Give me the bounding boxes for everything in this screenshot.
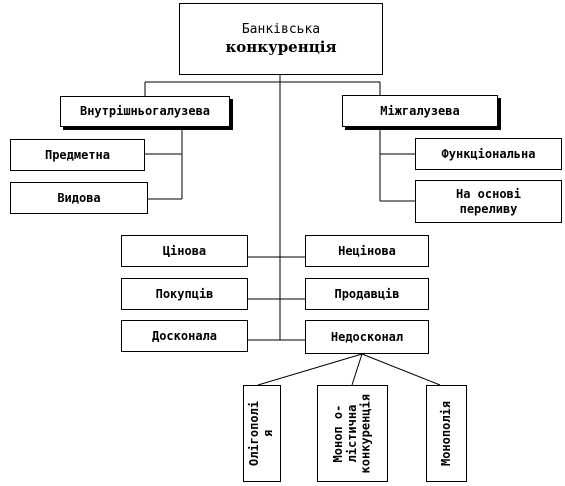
node-functional: Функціональна (415, 138, 562, 170)
node-buyers-label: Покупців (155, 286, 214, 301)
node-price: Цінова (121, 235, 248, 267)
node-oligopoly: Олігополі я (243, 385, 281, 482)
node-bank-competition-line2: конкуренція (225, 37, 337, 56)
node-flow-based-line2: переливу (459, 201, 518, 216)
node-subject: Предметна (10, 139, 145, 171)
node-monopoly-label: Монополія (438, 400, 453, 467)
node-bank-competition-line1: Банківська (241, 21, 321, 37)
node-species-label: Видова (57, 190, 101, 205)
node-flow-based-line1: На основі (455, 186, 522, 201)
node-intra-industry-label: Внутрішньогалузева (79, 104, 211, 118)
node-imperfect: Недосконал (305, 320, 429, 354)
node-sellers-label: Продавців (334, 286, 400, 301)
node-species: Видова (10, 182, 148, 214)
node-bank-competition: Банківська конкуренція (179, 3, 383, 75)
node-sellers: Продавців (305, 278, 429, 310)
node-inter-industry: Міжгалузева (342, 95, 498, 127)
node-intra-industry: Внутрішньогалузева (60, 96, 230, 127)
node-perfect: Досконала (121, 320, 248, 352)
node-inter-industry-label: Міжгалузева (380, 103, 460, 118)
node-buyers: Покупців (121, 278, 248, 310)
node-monopolistic: Моноп о- лістична конкуренція (317, 385, 388, 482)
node-monopolistic-label: Моноп о- лістична конкуренція (330, 393, 373, 474)
node-perfect-label: Досконала (151, 328, 218, 343)
node-imperfect-label: Недосконал (330, 329, 404, 344)
node-functional-label: Функціональна (441, 146, 536, 161)
node-nonprice-label: Нецінова (338, 243, 396, 258)
node-nonprice: Нецінова (305, 235, 429, 267)
node-oligopoly-label: Олігополі я (247, 400, 275, 467)
node-subject-label: Предметна (44, 147, 111, 162)
node-monopoly: Монополія (426, 385, 467, 482)
node-flow-based: На основі переливу (415, 180, 562, 223)
node-price-label: Цінова (162, 243, 207, 258)
